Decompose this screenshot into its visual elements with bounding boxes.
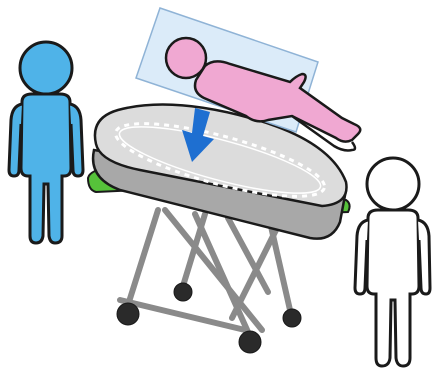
transfer-track-inner (118, 126, 322, 194)
white-person-body (365, 208, 421, 368)
down-arrow-icon (182, 108, 214, 162)
white-person-head (365, 156, 421, 212)
blue-person-figure (7, 40, 85, 245)
white-person-left-arm (353, 218, 369, 296)
blue-person-left-arm (7, 102, 23, 178)
wheel-front-left (116, 302, 140, 326)
wheel-back-left (173, 282, 193, 302)
stretcher-top (91, 103, 348, 240)
stretcher-top-surface (93, 103, 348, 208)
transfer-board (135, 7, 362, 152)
white-person-right-arm (417, 218, 432, 296)
stretcher-frame (116, 207, 302, 354)
blue-person-body (19, 92, 73, 245)
transfer-track-ellipse (113, 122, 327, 198)
wheel-back-right (282, 308, 302, 328)
wheel-front-right (238, 330, 262, 354)
blue-person-right-arm (69, 102, 85, 178)
white-person-figure (353, 156, 432, 368)
patient-figure (164, 36, 362, 152)
blue-person-head (18, 40, 74, 96)
